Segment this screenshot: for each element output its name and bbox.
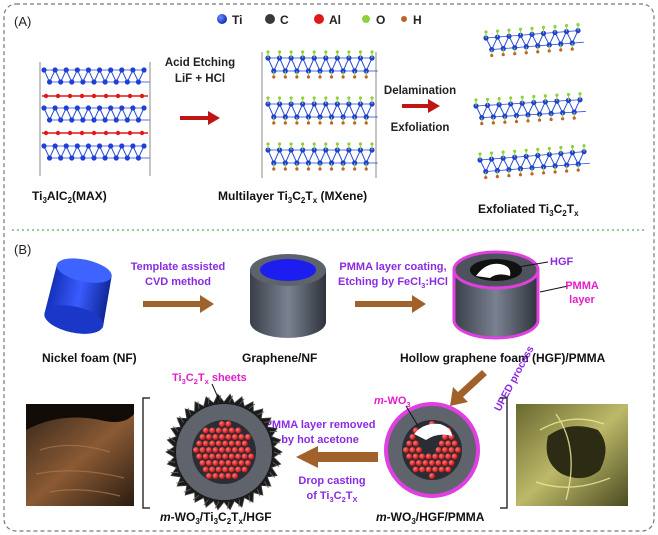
remove-pmma-arrow [296,446,378,468]
wo3-hgf-pmma-tube [384,402,480,498]
wo3-pointer [405,405,419,427]
h-legend-dot [401,16,407,22]
multilayer-mxene-label: Multilayer Ti3C2Tx (MXene) [218,189,367,205]
lif-hcl-text: LiF + HCl [175,73,225,85]
cvd-step-line1: Template assisted [131,261,226,273]
etching-arrow [180,111,220,125]
hgf-pointer [511,261,549,269]
pmma-layer-line1: PMMA [565,280,599,292]
pmma-pointer [539,285,569,293]
max-crystal-structure [39,62,151,176]
al-legend-dot [314,14,324,24]
exfoliated-mxene-structure [473,23,590,180]
sheets-pointer [211,383,221,403]
hollow-graphene-foam [452,250,540,340]
o-legend-label: O [376,13,385,27]
delamination-text: Delamination [384,85,456,97]
remove-pmma-line2: by hot acetone [281,434,359,446]
sem-image-left [26,404,134,506]
cvd-step-line2: CVD method [145,276,211,288]
exfoliation-text: Exfoliation [391,122,450,134]
panel-a-label: (A) [14,14,31,29]
pmma-step-line1: PMMA layer coating, [339,261,446,273]
graphene-nf-label: Graphene/NF [242,351,317,365]
panel-b-label: (B) [14,242,31,257]
panel-a: (A) Ti C Al O H Acid Etching LiF + HCl D… [14,13,590,218]
outer-frame [3,3,655,532]
uped-arrow [450,370,487,406]
drop-casting-line1: Drop casting [298,475,365,487]
wo3-hgf-pmma-label: m-WO3/HGF/PMMA [376,510,485,526]
max-label: Ti3AlC2(MAX) [32,189,107,205]
wo3-core-particles [193,421,255,479]
cvd-arrow [143,295,214,313]
wo3-label: m-WO3 [374,395,411,409]
nickel-foam-cylinder [44,258,112,334]
pmma-layer-line2: layer [569,294,595,306]
c-legend-dot [265,14,275,24]
ti-legend-label: Ti [232,13,242,27]
sem-image-right [516,404,628,506]
atom-legend: Ti C Al O H [217,13,422,27]
panel-b: (B) Nickel foam (NF) Template assisted C… [14,242,628,526]
multilayer-mxene-structure [261,50,378,178]
final-composite-tube [165,393,283,511]
exfoliated-mxene-label: Exfoliated Ti3C2Tx [478,202,579,218]
delamination-arrow [402,99,440,113]
ti-legend-dot [217,14,227,24]
hollow-hgf-pmma-label: Hollow graphene foam (HGF)/PMMA [400,351,606,365]
wo3-particles-fill [403,421,461,479]
pmma-step-line2: Etching by FeCl3:HCl [338,276,448,290]
h-legend-label: H [413,13,422,27]
pmma-arrow [355,295,426,313]
hgf-label: HGF [550,256,574,268]
al-legend-label: Al [329,13,341,27]
drop-casting-line2: of Ti3C2TX [306,490,357,504]
final-composite-label: m-WO3/Ti3C2Tx/HGF [160,510,272,526]
c-legend-label: C [280,13,289,27]
o-legend-dot [362,15,370,23]
mxene-sheets-label: Ti3C2Tx sheets [172,372,247,386]
acid-etching-text: Acid Etching [165,57,235,69]
remove-pmma-line1: PMMA layer removed [265,419,376,431]
right-bracket [500,397,508,509]
graphene-nf-cylinder [250,254,326,338]
left-bracket [142,397,150,509]
nickel-foam-label: Nickel foam (NF) [42,351,137,365]
